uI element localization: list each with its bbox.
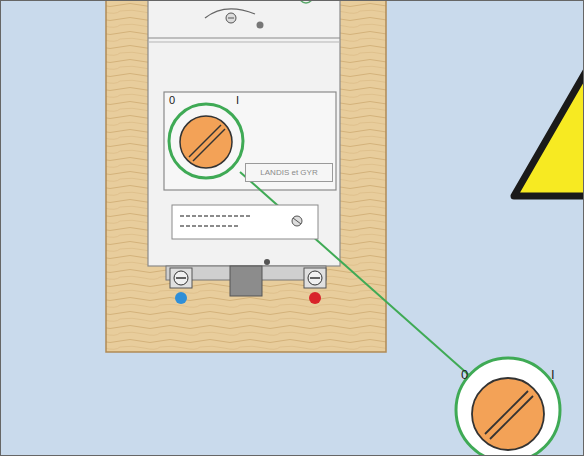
switch-position-mark: 0: [169, 95, 175, 106]
switch-position-mark: I: [551, 368, 555, 381]
switch-position-mark: I: [236, 95, 239, 106]
brand-text: LANDIS et GYR: [260, 168, 317, 177]
brand-plate: LANDIS et GYR: [245, 163, 333, 182]
switch-position-mark: 0: [461, 368, 468, 381]
